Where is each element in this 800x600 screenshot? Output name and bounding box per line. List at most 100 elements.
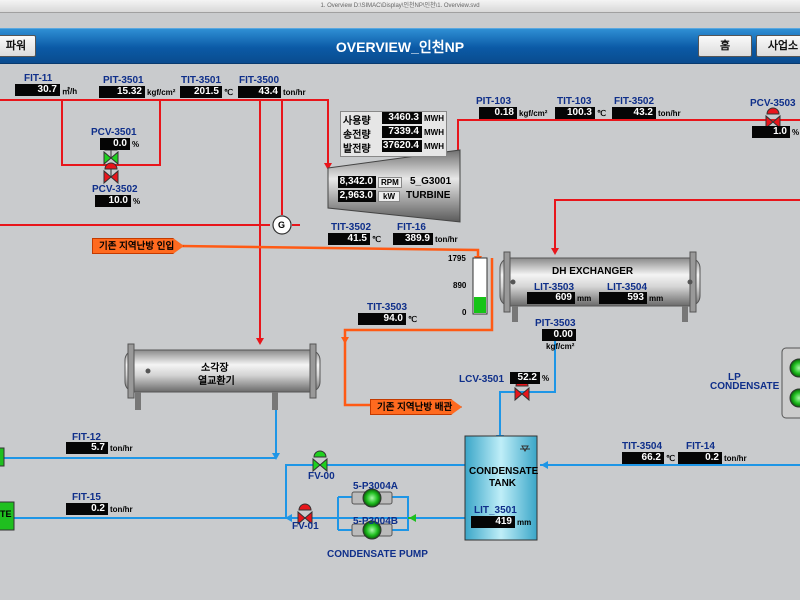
energy-sent-value: 7339.4	[382, 126, 422, 138]
fit15-unit: ton/hr	[110, 505, 133, 514]
header-bar: 파워 OVERVIEW_인천NP 홈 사업소	[0, 28, 800, 64]
dh-exchanger-vessel	[499, 251, 701, 322]
fit11-value: 30.7	[15, 84, 60, 96]
pcv3502-value: 10.0	[95, 195, 131, 207]
district-heating-inlet-tag: 기존 지역난방 인입	[92, 238, 184, 254]
fit3502-unit: ton/hr	[658, 109, 681, 118]
turbine-label: TURBINE	[406, 190, 451, 201]
tit3502-tag: TIT-3502	[331, 222, 372, 233]
lp-condensate-unit	[781, 347, 800, 419]
tit3503-unit: ℃	[408, 315, 417, 324]
fit11-tag: FIT-11	[24, 73, 53, 84]
lit3504-unit: mm	[649, 294, 664, 303]
pit3503-value: 0.00	[542, 329, 576, 341]
steam-lines	[0, 99, 800, 340]
fit3500-value: 43.4	[238, 86, 281, 98]
valve-fv01	[297, 503, 313, 526]
pit3501-unit: kgf/cm²	[147, 88, 176, 97]
lcv3501-unit: %	[542, 374, 550, 383]
tit3503-tag: TIT-3503	[367, 302, 408, 313]
fit11-unit: ㎥/h	[62, 87, 78, 96]
fit12-unit: ton/hr	[110, 444, 133, 453]
pcv3502-unit: %	[133, 197, 141, 206]
page-title: OVERVIEW_인천NP	[335, 39, 465, 55]
energy-sent-unit: MWH	[424, 128, 444, 137]
energy-gen-value: 37620.4	[382, 140, 422, 152]
pump-b-label[interactable]: 5-P3004B	[353, 516, 399, 527]
lcv3501-value: 52.2	[510, 372, 540, 384]
turbine-rpm-unit: RPM	[378, 177, 402, 188]
pump-a-symbol	[351, 488, 393, 508]
tit3504-tag: TIT-3504	[622, 441, 663, 452]
window-title-bar: 1. Overview D:\SIMAC\Display\인천NP\인천\1. …	[0, 0, 800, 13]
turbine-kw-value: 2,963.0	[338, 190, 376, 202]
pcv3501-unit: %	[132, 140, 140, 149]
pcv3503-tag: PCV-3503	[750, 98, 796, 109]
incinerator-exchanger-line2: 열교환기	[198, 376, 235, 387]
tit3501-value: 201.5	[180, 86, 222, 98]
fv00-label[interactable]: FV-00	[308, 471, 335, 482]
fit3502-value: 43.2	[612, 107, 656, 119]
valve-fv00	[312, 450, 328, 473]
lit3504-value: 593	[599, 292, 647, 304]
tit3502-unit: ℃	[372, 235, 381, 244]
energy-gen-unit: MWH	[424, 142, 444, 151]
condensate-tank-line1: CONDENSATE	[469, 466, 539, 477]
pcv3501-value: 0.0	[100, 138, 130, 150]
hot-water-lines	[179, 244, 494, 407]
lit3504-tag: LIT-3504	[607, 282, 648, 293]
pump-a-label[interactable]: 5-P3004A	[353, 481, 399, 492]
pit3503-tag: PIT-3503	[535, 318, 576, 329]
incinerator-exchanger-vessel	[124, 343, 321, 410]
tit3504-value: 66.2	[622, 452, 664, 464]
pcv3501-tag: PCV-3501	[91, 127, 137, 138]
level-bar	[472, 257, 488, 315]
tit103-tag: TIT-103	[557, 96, 592, 107]
fit14-unit: ton/hr	[724, 454, 747, 463]
condensate-tank-line2: TANK	[489, 478, 517, 489]
fit14-value: 0.2	[678, 452, 722, 464]
generator-symbol	[272, 215, 292, 235]
turbine-rpm-value: 8,342.0	[338, 176, 376, 188]
pcv3503-unit: %	[792, 128, 800, 137]
fit16-tag: FIT-16	[397, 222, 426, 233]
power-button[interactable]: 파워	[0, 35, 36, 57]
pcv3502-tag: PCV-3502	[92, 184, 138, 195]
lit3501-value: 419	[471, 516, 515, 528]
turbine-name: 5_G3001	[410, 176, 452, 187]
fv01-label[interactable]: FV-01	[292, 521, 319, 532]
home-button[interactable]: 홈	[698, 35, 752, 57]
energy-sent-label: 송전량	[343, 130, 371, 141]
water-lines	[0, 330, 800, 531]
fit16-value: 389.9	[393, 233, 433, 245]
energy-used-unit: MWH	[424, 114, 444, 123]
lit3501-tag: LIT_3501	[474, 505, 517, 516]
valve-pcv3503	[765, 107, 781, 130]
fit14-tag: FIT-14	[686, 441, 715, 452]
fit12-value: 5.7	[66, 442, 108, 454]
fit12-tag: FIT-12	[72, 432, 101, 443]
dh-exchanger-label: DH EXCHANGER	[552, 266, 634, 277]
fit15-tag: FIT-15	[72, 492, 101, 503]
generator-label: G	[278, 220, 286, 230]
pit103-value: 0.18	[479, 107, 517, 119]
fit3502-tag: FIT-3502	[614, 96, 655, 107]
tit3504-unit: ℃	[666, 454, 675, 463]
pit3501-value: 15.32	[99, 86, 145, 98]
incinerator-exchanger-line1: 소각장	[201, 363, 229, 374]
lp-condensate-line2: CONDENSATE	[710, 381, 780, 392]
level-scale-max: 1795	[448, 254, 466, 263]
fit3500-unit: ton/hr	[283, 88, 306, 97]
energy-used-label: 사용량	[343, 116, 371, 127]
fit15-value: 0.2	[66, 503, 108, 515]
left-box-text: TE	[0, 509, 12, 519]
pit3501-tag: PIT-3501	[103, 75, 144, 86]
turbine-kw-unit: kW	[378, 191, 400, 202]
pit103-unit: kgf/cm²	[519, 109, 548, 118]
fit3500-tag: FIT-3500	[239, 75, 280, 86]
district-heating-pipe-tag: 기존 지역난방 배관	[370, 399, 462, 415]
lcv3501-tag: LCV-3501	[459, 374, 505, 385]
lit3501-unit: mm	[517, 518, 532, 527]
site-button[interactable]: 사업소	[756, 35, 800, 57]
lit3503-value: 609	[527, 292, 575, 304]
